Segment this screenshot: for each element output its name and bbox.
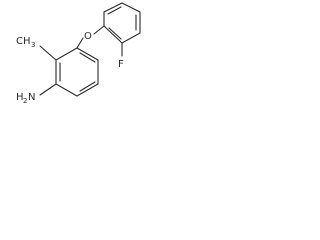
aniline-ring: [55, 47, 99, 97]
oxygen-label: O: [84, 31, 92, 42]
amine-h-label: H: [16, 92, 24, 103]
ring-b-double-3: [108, 27, 122, 40]
ring-a-double-2: [79, 52, 96, 63]
chemical-structure: CH 3 O F H 2 N: [16, 2, 141, 105]
methyl-bond: [39, 45, 57, 61]
methyl-label: CH: [16, 36, 31, 47]
amine-subscript: 2: [23, 97, 27, 105]
amine-bond: [39, 83, 57, 96]
fluorophenyl-ring: [103, 2, 141, 44]
ring-b-bond-5: [121, 32, 141, 44]
ring-a-bond-2: [76, 47, 99, 61]
amine-n-label: N: [28, 92, 35, 103]
ring-b-bond-2: [103, 2, 123, 13]
fluorine-label: F: [118, 59, 124, 70]
ring-a-bond-4: [76, 83, 99, 97]
ring-a-double-3: [79, 81, 96, 92]
methyl-subscript: 3: [31, 41, 35, 49]
ring-a-bond-5: [55, 83, 78, 97]
ether-bond-right: [93, 25, 105, 35]
ring-b-bond-6: [103, 25, 123, 44]
ring-a-bond-1: [55, 47, 78, 61]
ring-b-bond-3: [121, 2, 141, 13]
ether-bond-left: [76, 37, 84, 49]
ring-b-double-1: [107, 6, 122, 15]
